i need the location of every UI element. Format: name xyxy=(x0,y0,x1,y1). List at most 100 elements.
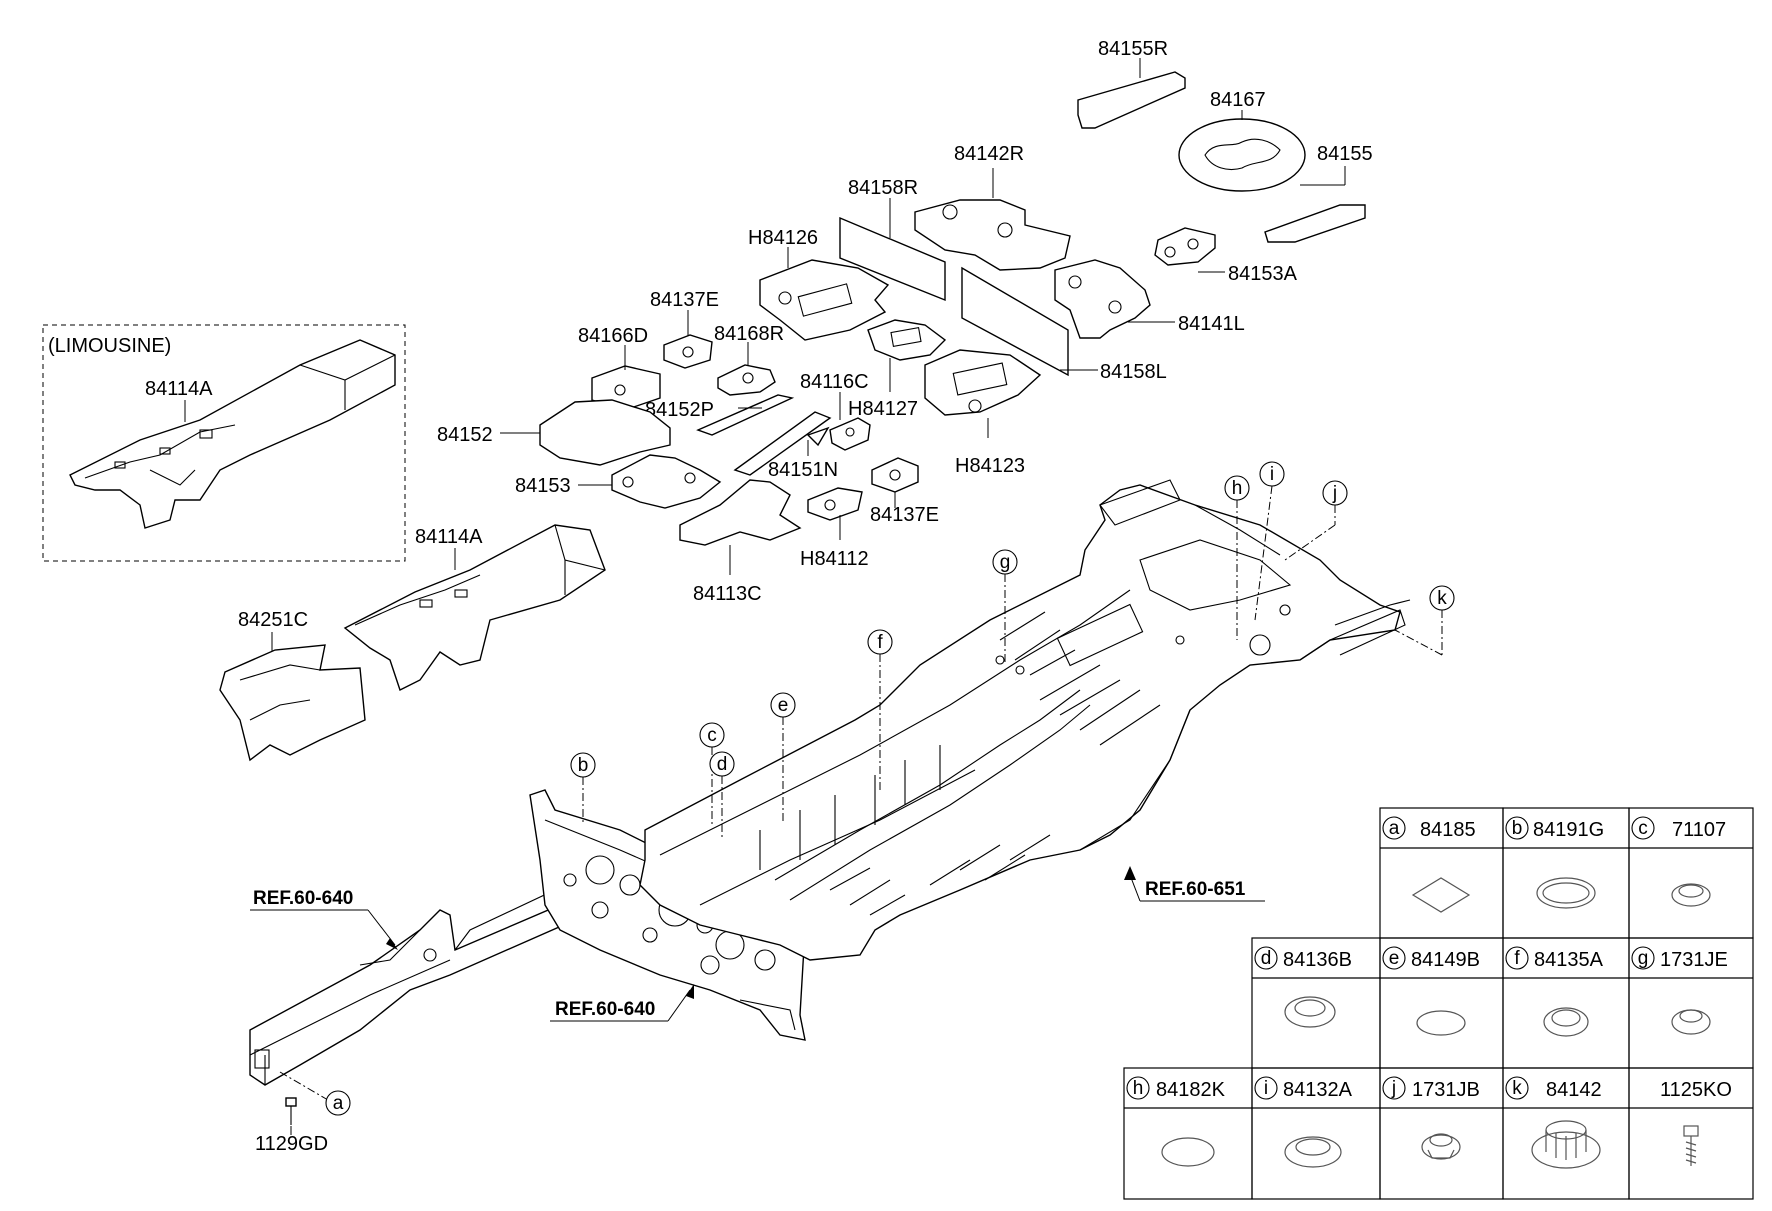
flat-plug-icon xyxy=(1416,1010,1466,1036)
legend-part-84132A: 84132A xyxy=(1283,1079,1353,1101)
marker-b-diagram: b xyxy=(578,755,589,776)
legend-letter-b: b xyxy=(1512,818,1523,839)
marker-i-diagram: i xyxy=(1270,464,1274,485)
plug-1731JB-icon xyxy=(1421,1133,1461,1160)
legend-table xyxy=(1123,807,1754,1200)
legend-letter-j: j xyxy=(1391,1078,1396,1099)
label-84158L: 84158L xyxy=(1100,361,1167,383)
legend-letter-d: d xyxy=(1261,948,1272,969)
label-84152P: 84152P xyxy=(645,399,714,421)
legend-letter-g: g xyxy=(1638,948,1649,969)
legend-letter-k: k xyxy=(1512,1078,1522,1099)
label-84166D: 84166D xyxy=(578,325,648,347)
grommet-84132A-icon xyxy=(1284,1136,1342,1168)
legend-part-84149B: 84149B xyxy=(1411,949,1480,971)
part-84137E-bottom-shape xyxy=(871,457,919,493)
part-H84123-shape xyxy=(924,349,1042,416)
legend-letter-a: a xyxy=(1389,818,1400,839)
label-84116C: 84116C xyxy=(800,371,869,393)
marker-e-diagram: e xyxy=(778,695,789,716)
label-84151N: 84151N xyxy=(768,459,838,481)
marker-f-diagram: f xyxy=(877,632,883,653)
square-pad-icon xyxy=(1411,877,1471,913)
label-84114A: 84114A xyxy=(415,526,483,548)
floor-pan-assembly xyxy=(639,479,1411,961)
marker-c-diagram: c xyxy=(707,725,717,746)
part-84153-shape xyxy=(611,454,722,509)
legend-part-84185: 84185 xyxy=(1420,819,1476,841)
grommet-84136B-icon xyxy=(1284,996,1336,1028)
grommet-1731JE-icon xyxy=(1671,1009,1711,1035)
part-84251C-shape xyxy=(219,644,366,762)
legend-part-84136B: 84136B xyxy=(1283,949,1352,971)
front-rail-assembly xyxy=(249,889,577,1086)
ref-center: REF.60-640 xyxy=(555,999,655,1020)
part-84155R-shape xyxy=(1077,71,1186,129)
clip-84142-icon xyxy=(1531,1120,1601,1169)
label-84141L: 84141L xyxy=(1178,313,1245,335)
legend-part-1125KO: 1125KO xyxy=(1660,1079,1732,1101)
part-84114A-shape xyxy=(343,524,606,691)
label-84152: 84152 xyxy=(437,424,493,446)
part-84137E-top-shape xyxy=(663,334,713,369)
ring-grommet-icon xyxy=(1536,877,1596,909)
legend-part-84191G: 84191G xyxy=(1533,819,1604,841)
legend-part-84135A: 84135A xyxy=(1534,949,1604,971)
legend-part-1731JE: 1731JE xyxy=(1660,949,1728,971)
limousine-label: (LIMOUSINE) xyxy=(48,335,171,357)
part-84167-shape xyxy=(1178,118,1306,192)
part-84158L-shape xyxy=(961,266,1069,377)
screw-1125KO-icon xyxy=(1683,1125,1699,1166)
label-84137E-top: 84137E xyxy=(650,289,719,311)
part-84153A-shape xyxy=(1154,227,1216,266)
label-84153A: 84153A xyxy=(1228,263,1298,285)
label-H84123: H84123 xyxy=(955,455,1025,477)
label-84167: 84167 xyxy=(1210,89,1266,111)
label-84158R: 84158R xyxy=(848,177,918,199)
part-84152-shape xyxy=(539,399,671,466)
marker-g-diagram: g xyxy=(1000,552,1011,573)
part-84114A-limo-shape xyxy=(69,339,396,529)
marker-h-diagram: h xyxy=(1232,478,1243,499)
legend-letter-f: f xyxy=(1514,948,1520,969)
part-H84127-shape xyxy=(867,319,947,361)
label-84142R: 84142R xyxy=(954,143,1024,165)
part-84113C-shape xyxy=(679,479,802,546)
label-84113C: 84113C xyxy=(693,583,762,605)
part-84116C-shape xyxy=(829,417,871,451)
label-84114A-limo: 84114A xyxy=(145,378,213,400)
label-84168R: 84168R xyxy=(714,323,784,345)
label-H84126: H84126 xyxy=(748,227,818,249)
part-84152P-shape xyxy=(696,394,795,436)
part-84155-shape xyxy=(1264,204,1366,243)
ref-right: REF.60-651 xyxy=(1145,879,1246,900)
legend-letter-h: h xyxy=(1133,1078,1144,1099)
legend-letter-c: c xyxy=(1638,818,1648,839)
bolt-1129GD-icon xyxy=(285,1097,297,1125)
limousine-dashed-box xyxy=(42,324,406,562)
legend-part-71107: 71107 xyxy=(1672,819,1726,841)
label-H84127: H84127 xyxy=(848,398,918,420)
marker-j-diagram: j xyxy=(1332,483,1337,504)
label-84155R: 84155R xyxy=(1098,38,1168,60)
label-1129GD: 1129GD xyxy=(255,1133,328,1155)
label-84251C: 84251C xyxy=(238,609,308,631)
label-84137E-bottom: 84137E xyxy=(870,504,939,526)
part-84141L-shape xyxy=(1054,259,1151,339)
ref-left: REF.60-640 xyxy=(253,888,353,909)
part-84168R-shape xyxy=(717,364,776,396)
label-84153: 84153 xyxy=(515,475,571,497)
legend-letter-i: i xyxy=(1264,1078,1268,1099)
marker-a-diagram: a xyxy=(333,1093,344,1114)
label-H84112: H84112 xyxy=(800,548,869,570)
plug-grommet-icon xyxy=(1671,883,1711,907)
legend-part-1731JB: 1731JB xyxy=(1412,1079,1480,1101)
part-H84126-shape xyxy=(759,259,890,341)
flat-plug-84182K-icon xyxy=(1161,1137,1215,1167)
part-84151N-shape xyxy=(733,411,832,476)
legend-part-84142: 84142 xyxy=(1546,1079,1602,1101)
label-84155: 84155 xyxy=(1317,143,1373,165)
part-84158R-shape xyxy=(839,216,946,302)
legend-letter-e: e xyxy=(1389,948,1400,969)
